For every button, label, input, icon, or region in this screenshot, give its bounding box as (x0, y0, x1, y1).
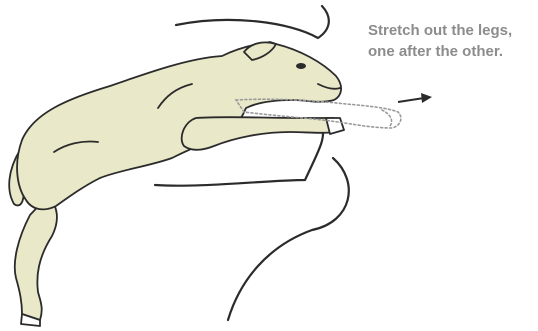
instruction-caption: Stretch out the legs, one after the othe… (368, 20, 533, 62)
calf-front-leg-lower (182, 117, 336, 150)
calf-hind-leg (15, 196, 57, 320)
upper-canal-line (176, 6, 329, 38)
calf-eye (296, 63, 306, 69)
calf-figure (9, 42, 344, 326)
caption-line-1: Stretch out the legs, (368, 20, 533, 41)
pull-direction-arrow (398, 93, 432, 103)
caption-line-2: one after the other. (368, 41, 533, 62)
